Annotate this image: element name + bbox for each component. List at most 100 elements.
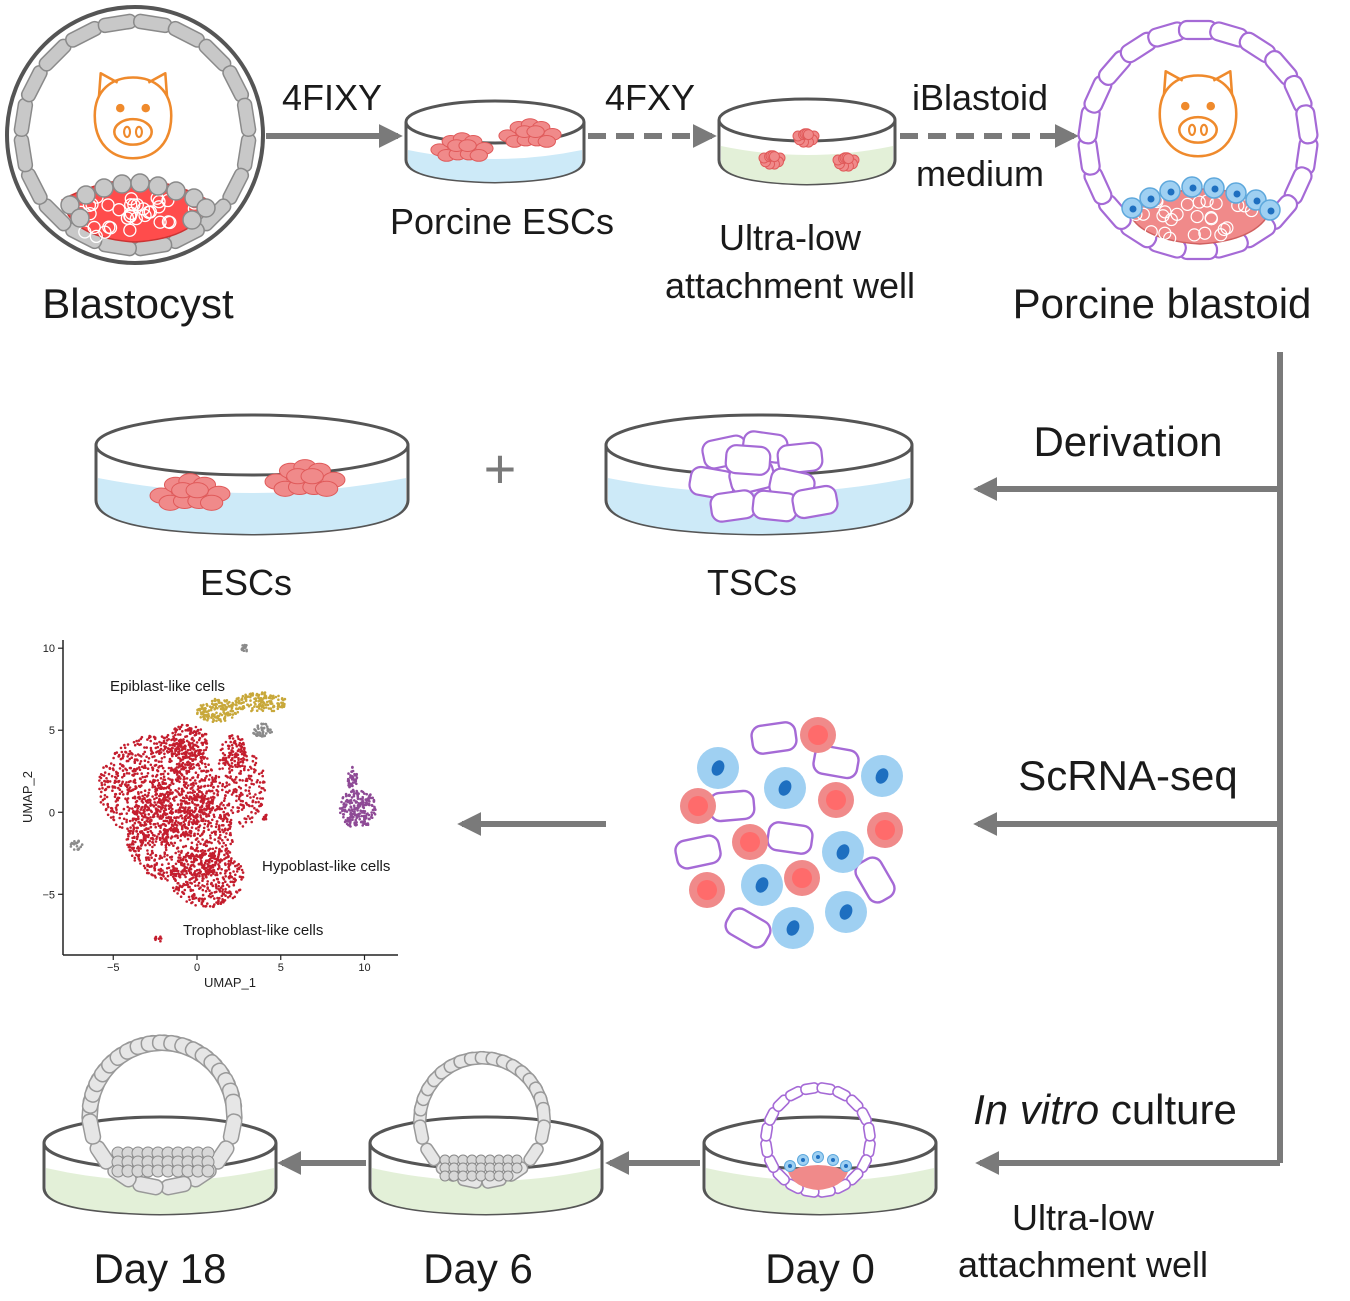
trophoblast-point <box>106 813 110 817</box>
trophoblast-point <box>223 753 227 757</box>
trophoblast-point <box>199 760 203 763</box>
trophoblast-point <box>184 875 187 879</box>
epiblast-point <box>217 698 220 702</box>
trophoblast-point <box>157 872 160 875</box>
trophoblast-point <box>207 848 211 852</box>
label-derivation: Derivation <box>1033 418 1222 465</box>
trophoblast-point <box>221 839 224 842</box>
trophoblast-point <box>250 810 253 814</box>
trophoblast-point <box>184 817 187 821</box>
ultra-low-attachment-well-top <box>717 97 897 186</box>
trophoblast-point <box>136 847 139 850</box>
trophoblast-point <box>205 875 208 879</box>
trophoblast-point <box>182 745 185 749</box>
trophoblast-point <box>145 871 149 875</box>
hypoblast-point <box>354 801 358 804</box>
trophoblast-point <box>136 807 139 810</box>
trophoblast-point <box>224 740 228 744</box>
epiblast-point <box>283 702 286 706</box>
trophoblast-point <box>180 752 184 756</box>
trophoblast-point <box>198 780 201 783</box>
hypoblast-point <box>350 790 353 794</box>
tsc-cell <box>724 444 772 476</box>
epiblast-point <box>212 718 215 721</box>
trophoblast-point <box>153 863 157 867</box>
trophoblast-point <box>160 757 164 760</box>
trophoblast-point <box>237 764 241 768</box>
hypoblast-point <box>354 818 358 822</box>
trophoblast-point <box>157 786 161 790</box>
trophoblast-point <box>224 756 228 760</box>
trophoblast-point <box>181 816 184 820</box>
trophoblast-point <box>220 868 223 871</box>
trophoblast-point <box>233 739 237 743</box>
trophoblast-point <box>217 884 220 888</box>
trophoblast-point <box>180 885 184 889</box>
epiblast-point <box>269 700 273 703</box>
trophoblast-point <box>140 818 144 821</box>
trophoblast-point <box>200 785 203 788</box>
trophoblast-point <box>174 887 178 891</box>
trophoblast-point <box>157 937 161 940</box>
trophoblast-point <box>109 806 113 810</box>
epiblast-point <box>277 694 280 698</box>
y-tick-label: 0 <box>49 807 55 819</box>
trophoblast-point <box>159 787 163 790</box>
label-ultra-low-1b: attachment well <box>665 265 915 306</box>
hypoblast-point <box>364 798 368 801</box>
trophoblast-point <box>231 806 235 809</box>
trophoblast-point <box>184 844 188 848</box>
epiblast-point <box>272 709 276 713</box>
trophoblast-point <box>171 746 174 750</box>
trophoblast-point <box>140 755 143 758</box>
trophoblast-point <box>191 853 195 857</box>
trophoblast-point <box>234 873 237 877</box>
trophoblast-point <box>155 796 158 800</box>
trophoblast-point <box>147 760 150 764</box>
trophoblast-point <box>99 801 103 804</box>
trophoblast-point <box>133 812 137 816</box>
trophoblast-point <box>180 809 183 813</box>
epiblast-point <box>257 694 260 698</box>
trophoblast-point <box>221 743 224 746</box>
hypoblast-point <box>367 799 370 802</box>
hypoblast-point <box>372 811 376 815</box>
trophoblast-point <box>231 896 235 900</box>
trophoblast-point <box>154 825 157 829</box>
trophoblast-point <box>198 748 201 752</box>
trophoblast-point <box>254 812 257 815</box>
trophoblast-point <box>219 813 222 817</box>
trophoblast-point <box>144 843 147 847</box>
cell-nucleus <box>844 1164 848 1168</box>
epiblast-point <box>220 701 223 705</box>
epiblast-point <box>223 718 226 721</box>
trophoblast-point <box>219 817 223 820</box>
trophoblast-point <box>194 878 198 882</box>
trophoblast-point <box>210 841 213 845</box>
trophoblast-point <box>182 882 185 886</box>
epiblast-cell <box>1144 225 1158 239</box>
trophoblast-point <box>161 815 164 819</box>
trophoblast-point <box>173 835 177 838</box>
hypoblast-point <box>350 796 354 799</box>
trophoblast-cell <box>854 856 896 904</box>
trophoblast-point <box>240 745 244 749</box>
trophoblast-point <box>147 757 151 760</box>
trophoblast-point <box>192 744 195 747</box>
trophoblast-point <box>235 781 238 784</box>
hypoblast-point <box>341 796 345 800</box>
trophoblast-point <box>192 797 196 800</box>
aggregate-cell <box>768 151 780 163</box>
trophoblast-point <box>189 748 192 752</box>
trophoblast-point <box>197 820 200 823</box>
trophoblast-point <box>193 803 196 806</box>
day0-well <box>702 1082 938 1216</box>
trophoblast-point <box>174 733 177 737</box>
trophoblast-point <box>188 797 191 801</box>
trophoblast-point <box>211 847 215 851</box>
trophoblast-point <box>229 842 232 846</box>
trophoblast-point <box>185 860 189 863</box>
trophoblast-point <box>173 841 177 845</box>
hypoblast-point <box>347 808 351 811</box>
trophoblast-point <box>151 833 155 837</box>
